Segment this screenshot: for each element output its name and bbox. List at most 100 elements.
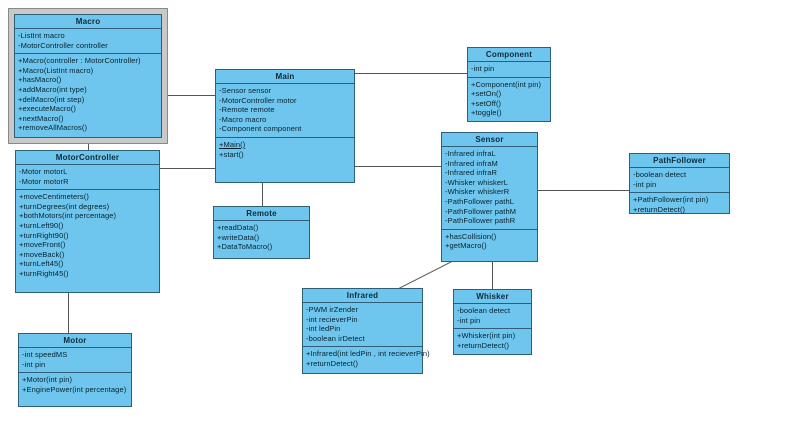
method-row: +setOn(): [471, 89, 502, 99]
method-row: +writeData(): [217, 232, 260, 242]
class-methods-whisker: +Whisker(int pin) +returnDetect(): [454, 329, 531, 354]
class-title-component: Component: [468, 48, 550, 62]
attribute-row: -Motor motorL: [19, 167, 68, 176]
connector-sensor-to-pathfollower: [538, 190, 629, 191]
class-methods-pathfollower: +PathFollower(int pin) +returnDetect(): [630, 193, 729, 217]
attribute-row: -Infrared infraR: [445, 168, 498, 178]
class-methods-main: +Main() +start(): [216, 138, 354, 182]
attribute-row: -PathFollower pathL: [445, 196, 515, 206]
class-title-remote: Remote: [214, 207, 309, 221]
attribute-row: -ListInt macro: [18, 31, 65, 40]
class-title-main: Main: [216, 70, 354, 84]
method-row: +hasMacro(): [18, 75, 62, 85]
class-methods-remote: +readData() +writeData() +DataToMacro(): [214, 221, 309, 258]
attribute-row: -Remote remote: [219, 105, 275, 115]
connector-motorcontroller-to-main-h: [160, 168, 215, 169]
class-methods-sensor: +hasCollision() +getMacro(): [442, 230, 537, 261]
attribute-row: -PathFollower pathR: [445, 216, 516, 226]
class-title-pathfollower: PathFollower: [630, 154, 729, 168]
connector-component-stub: [415, 73, 467, 74]
method-row: +Macro(controller : MotorController): [18, 56, 141, 66]
class-methods-macro: +Macro(controller : MotorController) +Ma…: [15, 54, 161, 137]
attribute-row: -Whisker whiskerL: [445, 177, 508, 187]
class-attributes-motor: -int speedMS -int pin: [19, 348, 131, 374]
class-methods-component: +Component(int pin) +setOn() +setOff() +…: [468, 78, 550, 121]
connector-macro-to-main: [162, 95, 215, 96]
attribute-row: -int pin: [457, 315, 481, 325]
connector-main-to-component-h: [355, 73, 415, 74]
method-row: +turnRight90(): [19, 230, 69, 240]
method-row: +turnLeft45(): [19, 259, 64, 269]
class-methods-infrared: +Infrared(int ledPin , int recieverPin) …: [303, 347, 430, 373]
class-box-infrared[interactable]: Infrared -PWM irZender -int recieverPin …: [302, 288, 430, 374]
method-row: +removeAllMacros(): [18, 123, 88, 133]
class-box-remote[interactable]: Remote +readData() +writeData() +DataToM…: [213, 206, 310, 259]
method-row: +bothMotors(int percentage): [19, 211, 117, 221]
attribute-row: -boolean irDetect: [306, 333, 365, 343]
class-attributes-motorcontroller: -Motor motorL -Motor motorR: [16, 165, 159, 191]
method-row: +moveCentimeters(): [19, 192, 89, 202]
class-box-whisker[interactable]: Whisker -boolean detect -int pin +Whiske…: [453, 289, 532, 355]
method-row: +returnDetect(): [633, 204, 686, 214]
class-box-motorcontroller[interactable]: MotorController -Motor motorL -Motor mot…: [15, 150, 160, 293]
method-row: +Infrared(int ledPin , int recieverPin): [306, 349, 430, 359]
method-row: +turnDegrees(int degrees): [19, 201, 110, 211]
method-row: +turnLeft90(): [19, 220, 64, 230]
class-title-motorcontroller: MotorController: [16, 151, 159, 165]
attribute-row: -MotorController controller: [18, 40, 108, 50]
class-box-component[interactable]: Component -int pin +Component(int pin) +…: [467, 47, 551, 122]
class-title-whisker: Whisker: [454, 290, 531, 304]
method-row: +turnRight45(): [19, 268, 69, 278]
attribute-row: -Motor motorR: [19, 176, 69, 186]
method-row: +addMacro(int type): [18, 84, 87, 94]
connector-main-to-sensor: [355, 166, 441, 167]
class-box-motor[interactable]: Motor -int speedMS -int pin +Motor(int p…: [18, 333, 132, 407]
connector-main-to-remote: [262, 183, 263, 206]
class-attributes-component: -int pin: [468, 62, 550, 78]
attribute-row: -Whisker whiskerR: [445, 187, 510, 197]
method-row: +DataToMacro(): [217, 242, 273, 252]
class-methods-motor: +Motor(int pin) +EnginePower(int percent…: [19, 373, 131, 406]
class-attributes-whisker: -boolean detect -int pin: [454, 304, 531, 330]
attribute-row: -Infrared infraM: [445, 158, 498, 168]
class-methods-motorcontroller: +moveCentimeters() +turnDegrees(int degr…: [16, 190, 159, 292]
class-title-infrared: Infrared: [303, 289, 422, 303]
attribute-row: -boolean detect: [633, 170, 687, 179]
class-attributes-macro: -ListInt macro -MotorController controll…: [15, 29, 161, 55]
attribute-row: -Macro macro: [219, 114, 267, 124]
attribute-row: -int ledPin: [306, 324, 341, 334]
method-row: +setOff(): [471, 98, 502, 108]
method-row: +Macro(ListInt macro): [18, 65, 94, 75]
method-row: +toggle(): [471, 108, 502, 118]
class-title-sensor: Sensor: [442, 133, 537, 147]
attribute-row: -int speedMS: [22, 350, 68, 359]
method-row: +executeMacro(): [18, 104, 76, 114]
connector-motorcontroller-to-motor: [68, 293, 69, 333]
method-row: +nextMacro(): [18, 113, 64, 123]
method-row: +Component(int pin): [471, 79, 542, 89]
class-attributes-main: -Sensor sensor -MotorController motor -R…: [216, 84, 354, 138]
class-box-main[interactable]: Main -Sensor sensor -MotorController mot…: [215, 69, 355, 183]
method-row: +delMacro(int step): [18, 94, 85, 104]
class-box-macro[interactable]: Macro -ListInt macro -MotorController co…: [14, 14, 162, 138]
attribute-row: -Infrared infraL: [445, 149, 496, 158]
attribute-row: -int recieverPin: [306, 314, 358, 324]
attribute-row: -MotorController motor: [219, 95, 297, 105]
class-attributes-pathfollower: -boolean detect -int pin: [630, 168, 729, 194]
attribute-row: -int pin: [22, 359, 46, 369]
method-row-static: +Main(): [219, 139, 246, 149]
class-attributes-infrared: -PWM irZender -int recieverPin -int ledP…: [303, 303, 422, 348]
attribute-row: -int pin: [633, 179, 657, 189]
connector-sensor-to-whisker: [492, 262, 493, 289]
method-row: +PathFollower(int pin): [633, 195, 709, 205]
attribute-row: -PWM irZender: [306, 305, 359, 314]
attribute-row: -Component component: [219, 124, 302, 134]
attribute-row: -Sensor sensor: [219, 86, 272, 95]
connector-macro-to-motorcontroller: [88, 138, 89, 150]
class-box-sensor[interactable]: Sensor -Infrared infraL -Infrared infraM…: [441, 132, 538, 262]
method-row: +returnDetect(): [306, 358, 359, 368]
class-title-motor: Motor: [19, 334, 131, 348]
class-box-pathfollower[interactable]: PathFollower -boolean detect -int pin +P…: [629, 153, 730, 214]
method-row: +EnginePower(int percentage): [22, 384, 127, 394]
